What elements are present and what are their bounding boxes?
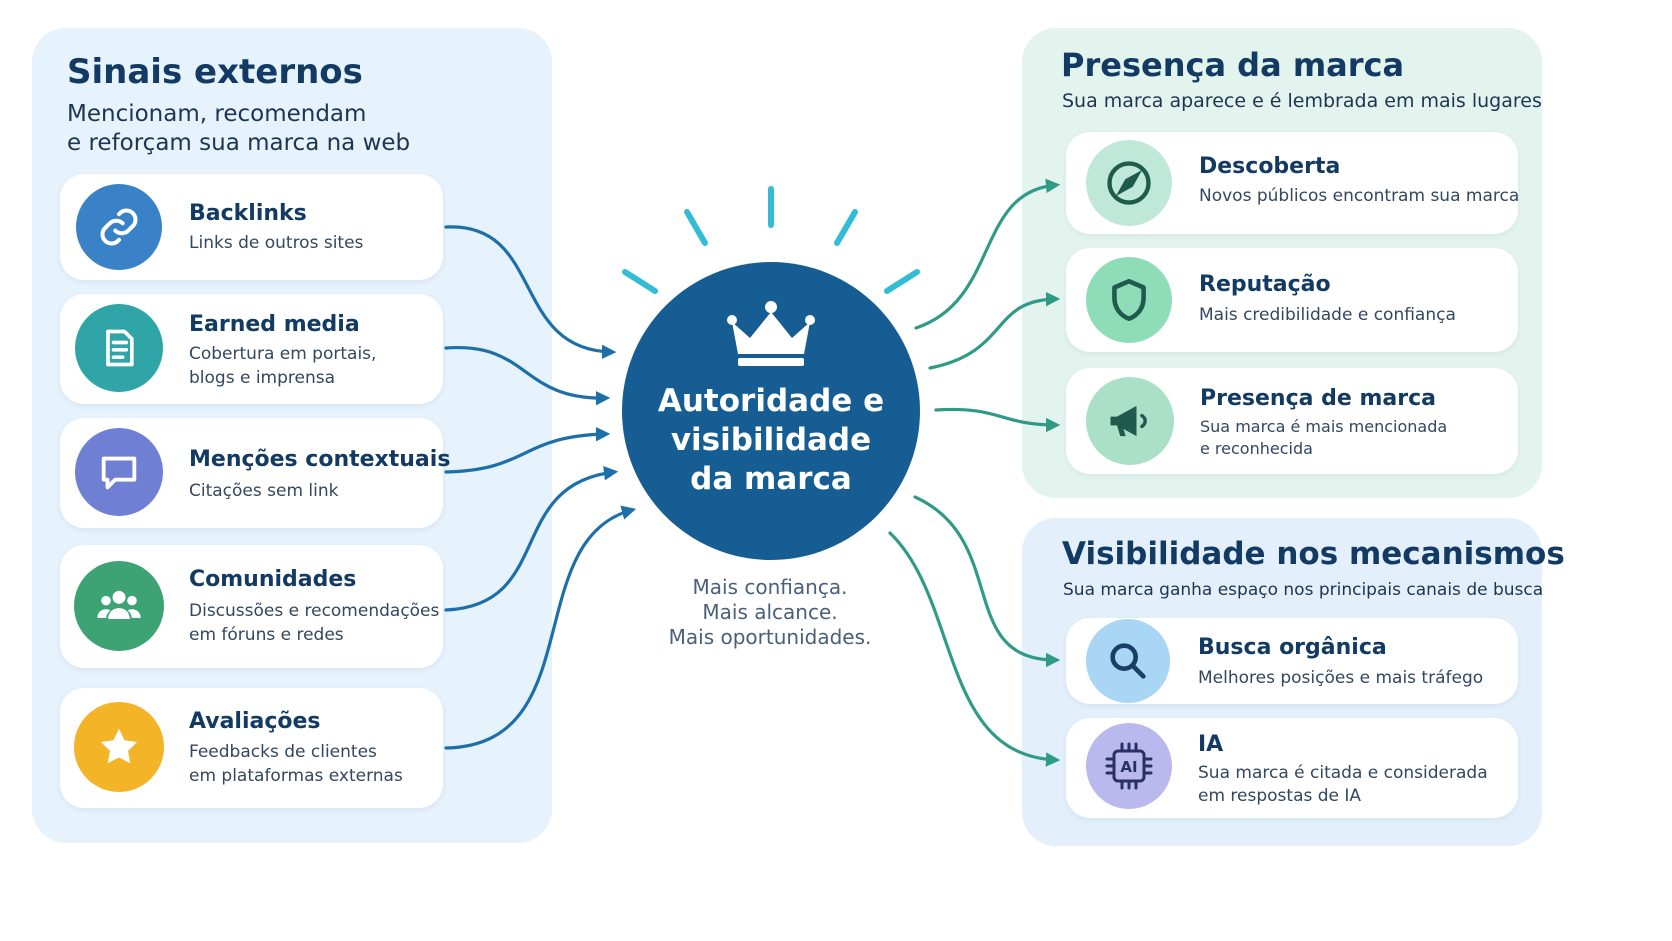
search-visibility-title: Visibilidade nos mecanismos bbox=[1062, 536, 1565, 572]
svg-text:AI: AI bbox=[1120, 758, 1137, 776]
arrow-earned-media bbox=[444, 345, 611, 406]
card-earned-media-title: Earned media bbox=[189, 312, 360, 337]
search-visibility-subtitle: Sua marca ganha espaço nos principais ca… bbox=[1063, 580, 1544, 600]
link-icon bbox=[76, 184, 162, 270]
center-title: Autoridade e visibilidade da marca bbox=[657, 383, 885, 497]
card-avaliacoes-title: Avaliações bbox=[189, 709, 321, 734]
shield-icon bbox=[1086, 257, 1172, 343]
center-tagline: Mais confiança. Mais alcance. Mais oport… bbox=[668, 575, 872, 649]
card-descoberta-desc: Novos públicos encontram sua marca bbox=[1199, 186, 1520, 206]
crown-icon bbox=[727, 301, 815, 366]
card-mencoes-title: Menções contextuais bbox=[189, 447, 451, 472]
search-icon bbox=[1086, 619, 1170, 703]
users-icon bbox=[74, 561, 164, 651]
card-ia-desc: Sua marca é citada e considerada em resp… bbox=[1198, 763, 1488, 806]
card-reputacao-title: Reputação bbox=[1199, 272, 1331, 297]
card-backlinks-desc: Links de outros sites bbox=[189, 233, 364, 253]
arrow-avaliacoes bbox=[444, 505, 637, 750]
document-icon bbox=[75, 304, 163, 392]
compass-icon bbox=[1086, 140, 1172, 226]
external-signals-subtitle: Mencionam, recomendam e reforçam sua mar… bbox=[67, 101, 411, 156]
card-earned-media-desc: Cobertura em portais, blogs e imprensa bbox=[189, 344, 377, 388]
brand-presence-title: Presença da marca bbox=[1061, 46, 1405, 84]
card-busca-organica-desc: Melhores posições e mais tráfego bbox=[1198, 668, 1484, 688]
card-ia-title: IA bbox=[1198, 732, 1224, 757]
card-comunidades-desc: Discussões e recomendações em fóruns e r… bbox=[189, 601, 440, 645]
card-busca-organica-title: Busca orgânica bbox=[1198, 635, 1387, 660]
card-comunidades-title: Comunidades bbox=[189, 567, 357, 592]
arrow-comunidades bbox=[444, 466, 619, 612]
arrow-presenca-marca bbox=[934, 407, 1061, 433]
chat-icon bbox=[75, 428, 163, 516]
arrow-backlinks bbox=[444, 225, 617, 359]
card-reputacao-desc: Mais credibilidade e confiança bbox=[1199, 305, 1456, 325]
arrow-reputacao bbox=[928, 291, 1061, 370]
ai-chip-icon: AI bbox=[1086, 723, 1172, 809]
burst-rays bbox=[622, 186, 920, 294]
arrow-descoberta bbox=[914, 178, 1061, 330]
brand-presence-subtitle: Sua marca aparece e é lembrada em mais l… bbox=[1062, 90, 1542, 112]
arrow-ia bbox=[888, 531, 1061, 767]
card-descoberta-title: Descoberta bbox=[1199, 154, 1341, 179]
card-mencoes-desc: Citações sem link bbox=[189, 481, 339, 501]
card-backlinks-title: Backlinks bbox=[189, 201, 307, 226]
arrow-busca-organica bbox=[913, 495, 1061, 668]
megaphone-icon bbox=[1086, 377, 1174, 465]
card-presenca-marca-desc: Sua marca é mais mencionada e reconhecid… bbox=[1200, 417, 1448, 458]
star-icon bbox=[74, 702, 164, 792]
card-presenca-marca-title: Presença de marca bbox=[1200, 386, 1436, 411]
arrow-mencoes bbox=[444, 427, 611, 474]
card-avaliacoes-desc: Feedbacks de clientes em plataformas ext… bbox=[189, 742, 403, 786]
external-signals-title: Sinais externos bbox=[67, 52, 363, 92]
